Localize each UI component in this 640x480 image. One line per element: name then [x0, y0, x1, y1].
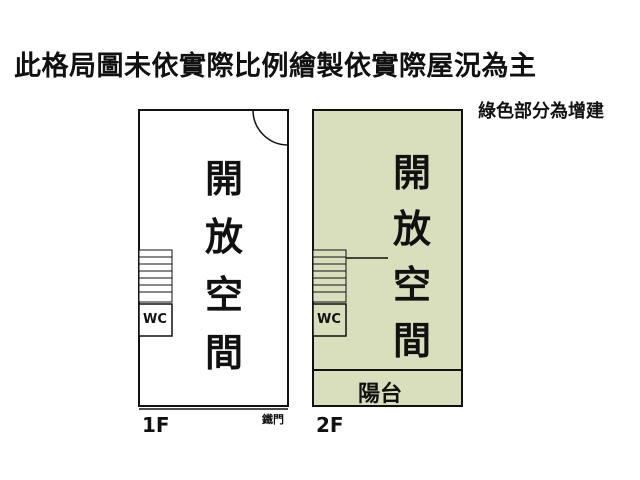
balcony-label: 陽台 [358, 382, 403, 407]
door-swing [252, 109, 289, 146]
floor2-plan [312, 109, 463, 407]
floor2-room-char-2: 放 [393, 207, 432, 251]
floor2-room-char-4: 間 [393, 319, 432, 363]
floor2-wc-label: WC [317, 312, 341, 327]
iron-gate-label: 鐵門 [262, 413, 284, 426]
floor1-stairs [138, 249, 173, 303]
floor1-wc-label: WC [143, 312, 167, 327]
floor2-stairs [312, 249, 347, 303]
floor2-label: 2F [316, 413, 344, 437]
floor1-room-char-4: 間 [205, 331, 244, 375]
floor1-label: 1F [142, 413, 170, 437]
floor1-room-char-1: 開 [205, 157, 244, 201]
floor2-wc-box [312, 303, 347, 337]
addition-note: 綠色部分為增建 [478, 101, 604, 122]
floor2-room-char-3: 空 [393, 263, 432, 307]
floor1-room-char-3: 空 [205, 273, 244, 317]
floor1-plan [138, 109, 289, 410]
floor1-room-char-2: 放 [205, 215, 244, 259]
floor2-room-char-1: 開 [393, 151, 432, 195]
page-title: 此格局圖未依實際比例繪製依實際屋況為主 [14, 51, 537, 82]
floor1-wc-box [138, 303, 173, 337]
